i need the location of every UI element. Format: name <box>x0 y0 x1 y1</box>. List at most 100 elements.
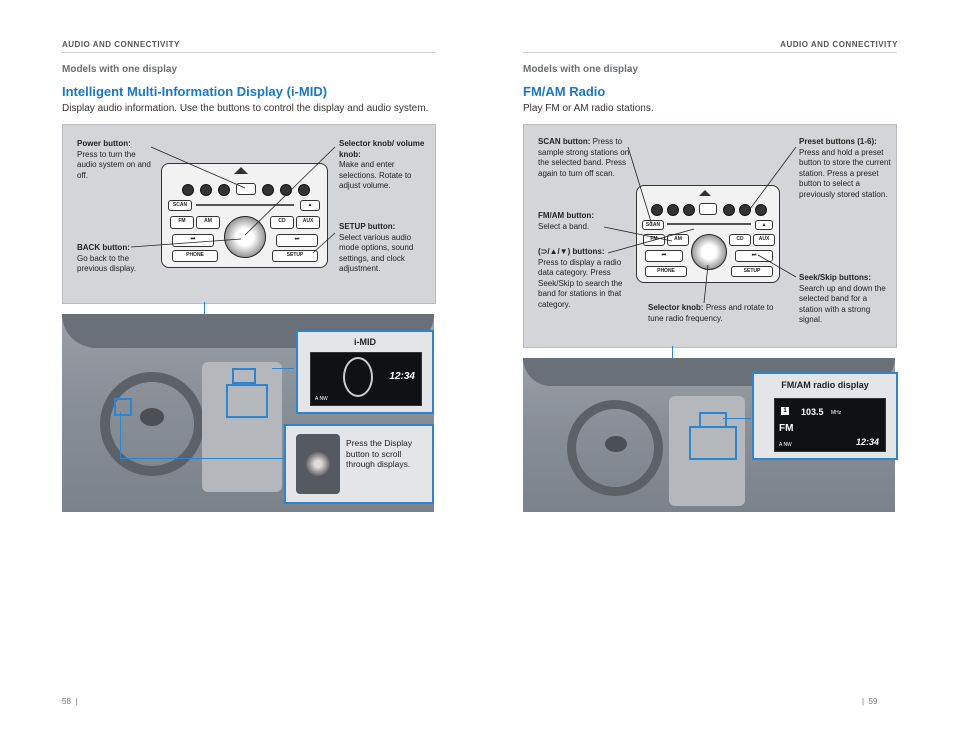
preset-2-button[interactable] <box>200 184 212 196</box>
right-seek-up-button[interactable]: ⏭ <box>735 250 773 262</box>
radio-display-callout: FM/AM radio display 1 103.5 MHz FM 12:34… <box>752 372 898 460</box>
right-preset-1-button[interactable] <box>651 204 663 216</box>
eject-icon <box>234 167 248 174</box>
seek-up-button[interactable]: ⏭ <box>276 234 318 247</box>
am-button[interactable]: AM <box>196 216 220 229</box>
setup-button[interactable]: SETUP <box>272 250 318 262</box>
display-connector-v <box>120 412 121 458</box>
imid-screen-highlight <box>232 368 256 384</box>
preset-4-button[interactable] <box>262 184 274 196</box>
compass-ring-icon <box>343 357 373 397</box>
radio-frequency: 103.5 <box>801 407 824 417</box>
right-steering-hub <box>605 436 627 452</box>
right-steering-wheel <box>567 400 663 496</box>
fmam-caption-title: FM/AM button: <box>538 211 594 220</box>
preset-number-badge: 1 <box>781 407 789 415</box>
right-phone-button[interactable]: PHONE <box>645 266 687 277</box>
radio-connector <box>723 418 751 419</box>
right-audio-unit: SCAN ▲ FM AM CD AUX ⏮ ⏭ PHONE SETUP <box>636 185 780 283</box>
back-caption-title: BACK button: <box>77 243 130 252</box>
right-subheading: Models with one display <box>523 64 639 75</box>
right-selector-caption-title: Selector knob: <box>648 303 704 312</box>
seek-caption-text: Search up and down the selected band for… <box>799 283 886 325</box>
right-preset-6-button[interactable] <box>755 204 767 216</box>
seek-skip-caption: Seek/Skip buttons: Search up and down th… <box>799 273 891 326</box>
right-center-console <box>669 396 745 506</box>
steering-wheel <box>100 372 204 476</box>
scan-caption-title: SCAN button: <box>538 137 591 146</box>
right-selector-caption: Selector knob: Press and rotate to tune … <box>648 303 778 324</box>
left-section-title: Intelligent Multi-Information Display (i… <box>62 84 328 99</box>
imid-display: 12:34 A NW <box>310 352 422 406</box>
seek-caption-title: Seek/Skip buttons: <box>799 273 872 282</box>
selector-caption-title: Selector knob/ volume knob: <box>339 139 425 159</box>
power-caption-title: Power button: <box>77 139 131 148</box>
preset-1-button[interactable] <box>182 184 194 196</box>
right-leader-lines <box>603 146 797 304</box>
right-preset-4-button[interactable] <box>723 204 735 216</box>
cd-button[interactable]: CD <box>270 216 294 229</box>
display-button-knob <box>306 452 330 476</box>
selector-knob-caption: Selector knob/ volume knob: Make and ent… <box>339 139 427 192</box>
eject-button[interactable]: ▲ <box>300 200 320 211</box>
imid-callout-title: i-MID <box>354 337 376 347</box>
preset-6-button[interactable] <box>298 184 310 196</box>
right-cd-button[interactable]: CD <box>729 234 751 246</box>
right-scan-button[interactable]: SCAN <box>642 220 664 230</box>
right-preset-3-button[interactable] <box>683 204 695 216</box>
right-header-rule <box>523 52 897 53</box>
left-page-number: 58 | <box>62 697 78 706</box>
right-seek-down-button[interactable]: ⏮ <box>645 250 683 262</box>
right-radio-panel: SCAN ▲ FM AM CD AUX ⏮ ⏭ PHONE SETUP SCAN… <box>523 124 897 348</box>
selector-caption-text: Make and enter selections. Rotate to adj… <box>339 160 412 190</box>
left-page-number-text: 58 <box>62 697 71 706</box>
radio-band: FM <box>779 423 794 434</box>
seek-down-button[interactable]: ⏮ <box>172 234 214 247</box>
right-aux-button[interactable]: AUX <box>753 234 775 246</box>
imid-clock: 12:34 <box>389 371 415 382</box>
category-caption-text: Press to display a radio data category. … <box>538 257 623 309</box>
right-page-number-text: 59 <box>868 697 878 706</box>
radio-clock: 12:34 <box>855 437 879 447</box>
right-am-button[interactable]: AM <box>667 234 689 246</box>
right-eject-button[interactable]: ▲ <box>755 220 773 230</box>
display-button-photo <box>296 434 340 494</box>
left-header-rule <box>62 52 436 53</box>
setup-button-caption: SETUP button: Select various audio mode … <box>339 222 429 275</box>
right-eject-icon <box>699 190 711 196</box>
steering-hub <box>140 408 164 426</box>
preset-caption-title: Preset buttons (1-6): <box>799 137 877 146</box>
left-subheading: Models with one display <box>62 64 178 75</box>
left-intro-text: Display audio information. Use the butto… <box>62 103 429 114</box>
setup-caption-text: Select various audio mode options, sound… <box>339 232 414 274</box>
power-button-caption: Power button: Press to turn the audio sy… <box>77 139 157 181</box>
right-preset-2-button[interactable] <box>667 204 679 216</box>
radio-frequency-unit: MHz <box>831 410 842 416</box>
right-page-number: | 59 <box>862 697 878 706</box>
aux-button[interactable]: AUX <box>296 216 320 229</box>
fmam-caption-text: Select a band. <box>538 221 590 231</box>
imid-connector <box>272 368 294 369</box>
preset-3-button[interactable] <box>218 184 230 196</box>
fm-button[interactable]: FM <box>170 216 194 229</box>
left-audio-panel: SCAN ▲ FM AM CD AUX ⏮ ⏭ PHONE SETUP Powe… <box>62 124 436 304</box>
right-preset-5-button[interactable] <box>739 204 751 216</box>
right-selector-caption-text: Press and rotate to tune radio frequency… <box>648 303 774 323</box>
selector-knob[interactable] <box>224 216 266 258</box>
category-caption-title: (⊃/▲/▼) buttons: <box>538 247 605 256</box>
right-intro-text: Play FM or AM radio stations. <box>523 103 654 114</box>
right-selector-knob[interactable] <box>691 234 727 270</box>
right-audio-unit-highlight <box>689 426 737 460</box>
display-button-caption: Press the Display button to scroll throu… <box>346 438 413 469</box>
category-buttons-caption: (⊃/▲/▼) buttons: Press to display a radi… <box>538 247 630 310</box>
preset-buttons-caption: Preset buttons (1-6): Press and hold a p… <box>799 137 891 200</box>
audio-unit-highlight <box>226 384 268 418</box>
right-power-button[interactable] <box>699 203 717 215</box>
right-setup-button[interactable]: SETUP <box>731 266 773 277</box>
scan-button-caption: SCAN button: Press to sample strong stat… <box>538 137 630 179</box>
phone-button[interactable]: PHONE <box>172 250 218 262</box>
imid-compass-readout: A NW <box>315 396 328 402</box>
scan-button[interactable]: SCAN <box>168 200 192 211</box>
preset-caption-text: Press and hold a preset button to store … <box>799 147 891 199</box>
right-running-header: AUDIO AND CONNECTIVITY <box>780 40 898 49</box>
